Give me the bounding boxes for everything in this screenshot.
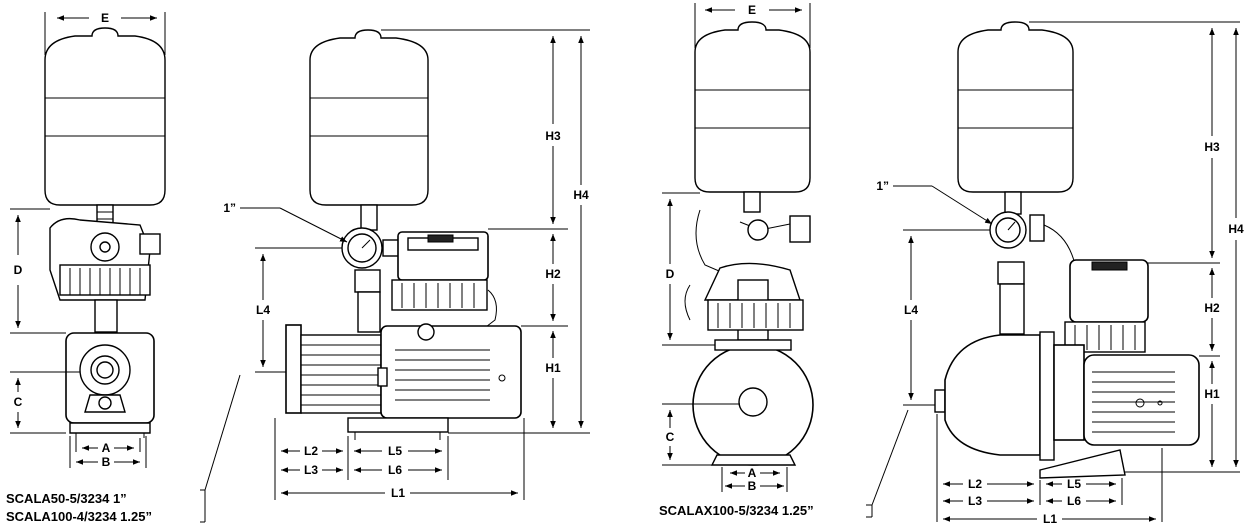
label-h4-4: H4 (1228, 222, 1244, 236)
fig4-dimensions: H3 H2 H1 H4 L4 1” L2 L5 L3 L6 L1 (876, 21, 1244, 526)
label-h3-4: H3 (1204, 140, 1220, 154)
model-scala50: SCALA50-5/3234 1” (6, 491, 127, 506)
label-h4-2: H4 (573, 188, 589, 202)
label-l5-4: L5 (1067, 477, 1081, 491)
label-c-1: C (14, 395, 23, 409)
fig2-dimensions: 1” H3 H2 H1 H4 L4 L2 L5 L3 L6 L1 (223, 29, 590, 500)
label-l4-2: L4 (256, 303, 270, 317)
label-e-3: E (748, 3, 756, 17)
label-b-1: B (102, 455, 111, 469)
label-l4-4: L4 (904, 303, 918, 317)
label-d-3: D (666, 267, 675, 281)
label-l3-4: L3 (968, 494, 982, 508)
label-l1-4: L1 (1043, 512, 1057, 526)
label-d-1: D (14, 263, 23, 277)
label-h3-2: H3 (545, 129, 561, 143)
fig3-dimensions: E D C A B (662, 3, 811, 493)
label-l3-2: L3 (304, 463, 318, 477)
label-a-1: A (102, 441, 111, 455)
scalax-front-view (684, 21, 814, 466)
label-h1-2: H1 (545, 361, 561, 375)
label-l2-2: L2 (304, 444, 318, 458)
label-l6-2: L6 (388, 463, 402, 477)
model-scala100: SCALA100-4/3234 1.25” (6, 509, 152, 524)
fig1-dimensions: E D C A B (10, 11, 166, 469)
scala-side-view (285, 29, 522, 440)
model-scalax100: SCALAX100-5/3234 1.25” (659, 503, 814, 518)
label-c-3: C (666, 430, 675, 444)
label-b-3: B (748, 479, 757, 493)
label-port-2: 1” (876, 179, 889, 193)
scala-front-view (44, 27, 166, 438)
label-l1-2: L1 (391, 486, 405, 500)
label-l6-4: L6 (1067, 494, 1081, 508)
label-h2-2: H2 (545, 267, 561, 281)
label-l2-4: L2 (968, 477, 982, 491)
label-l5-2: L5 (388, 444, 402, 458)
label-e-1: E (101, 11, 109, 25)
left-model-caption: SCALA50-5/3234 1” SCALA100-4/3234 1.25” (6, 374, 241, 524)
label-a-3: A (748, 466, 757, 480)
scalax-side-view (934, 21, 1200, 479)
label-h2-4: H2 (1204, 301, 1220, 315)
label-port-1: 1” (223, 201, 236, 215)
label-h1-4: H1 (1204, 387, 1220, 401)
right-model-caption: SCALAX100-5/3234 1.25” (659, 409, 909, 518)
